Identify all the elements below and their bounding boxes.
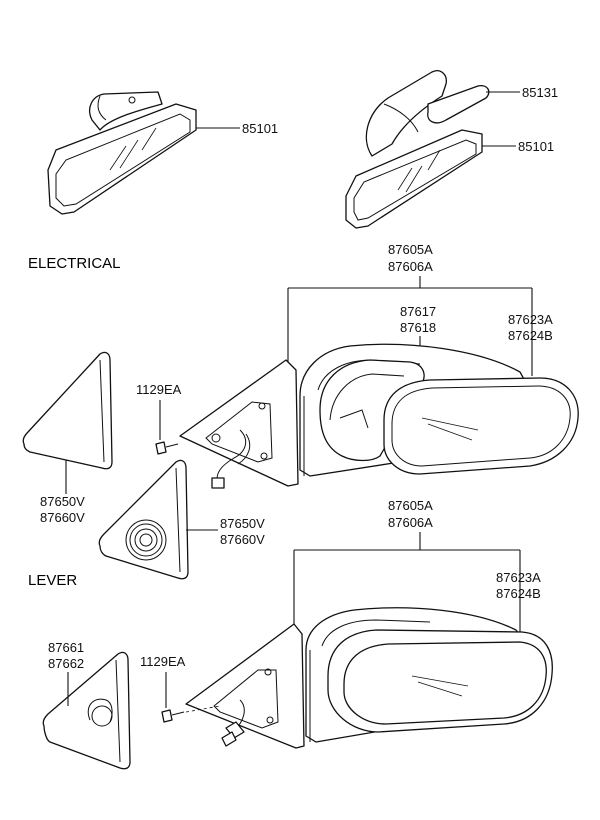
section-heading-lever: LEVER bbox=[28, 572, 77, 589]
label-electrical-outer-1: 87605A bbox=[388, 242, 433, 257]
leader-electrical-outer bbox=[287, 276, 533, 376]
label-electrical-triangle-1: 87650V bbox=[40, 494, 85, 509]
label-lever-triangle-1: 87661 bbox=[48, 640, 84, 655]
label-lever-cover-1: 87623A bbox=[496, 570, 541, 585]
label-lever-bolt: 1129EA bbox=[140, 654, 186, 669]
lever-outside-mirror bbox=[305, 607, 553, 743]
label-lever-outer-1: 87605A bbox=[388, 498, 433, 513]
section-heading-electrical: ELECTRICAL bbox=[28, 255, 121, 272]
electrical-outside-mirror bbox=[299, 343, 579, 477]
label-lever-triangle-2: 87662 bbox=[48, 656, 84, 671]
label-electrical-speaker-cover-1: 87650V bbox=[220, 516, 265, 531]
electrical-mirror-base bbox=[179, 359, 299, 489]
label-electrical-glass-1: 87617 bbox=[400, 304, 436, 319]
inside-mirror-left bbox=[47, 91, 197, 215]
label-electrical-speaker-cover-2: 87660V bbox=[220, 532, 265, 547]
label-lever-cover-2: 87624B bbox=[496, 586, 541, 601]
label-electrical-outer-2: 87606A bbox=[388, 259, 433, 274]
lever-triangle-cover bbox=[42, 651, 131, 770]
electrical-triangle-speaker-cover bbox=[98, 459, 189, 580]
leader-lever-outer bbox=[293, 532, 521, 636]
label-85101-b: 85101 bbox=[518, 139, 554, 154]
lever-bolt bbox=[161, 705, 221, 723]
lever-mirror-base bbox=[185, 623, 305, 749]
electrical-triangle-cover bbox=[22, 351, 113, 470]
label-electrical-cover-2: 87624B bbox=[508, 328, 553, 343]
label-electrical-cover-1: 87623A bbox=[508, 312, 553, 327]
label-electrical-triangle-2: 87660V bbox=[40, 510, 85, 525]
electrical-bolt bbox=[155, 441, 179, 455]
label-electrical-bolt: 1129EA bbox=[136, 382, 182, 397]
label-85131: 85131 bbox=[522, 85, 558, 100]
inside-mirror-right bbox=[345, 70, 490, 229]
label-lever-outer-2: 87606A bbox=[388, 515, 433, 530]
label-85101-a: 85101 bbox=[242, 121, 278, 136]
label-electrical-glass-2: 87618 bbox=[400, 320, 436, 335]
